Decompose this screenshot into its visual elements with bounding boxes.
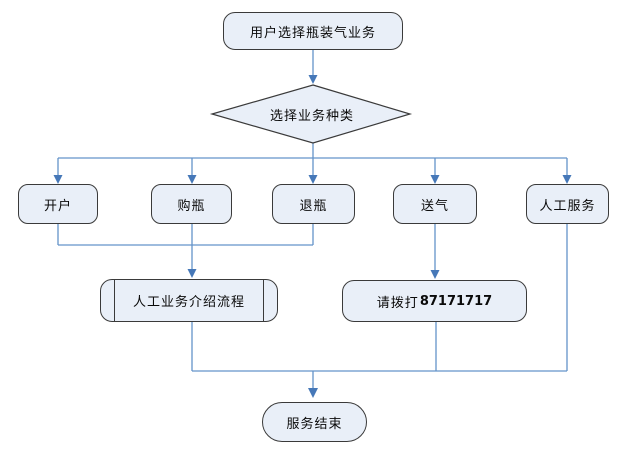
node-intro-process-label: 人工业务介绍流程: [132, 294, 245, 309]
connector-delivery-to-call: [430, 224, 440, 279]
predefined-left-bar: [114, 280, 115, 321]
node-branch-buy-bottle: 购瓶: [151, 184, 232, 224]
decision-diamond-shape: [209, 84, 413, 144]
node-end-label: 服务结束: [286, 415, 343, 431]
node-decision-label: 选择业务种类: [269, 107, 354, 123]
node-branch-return-bottle: 退瓶: [272, 184, 355, 224]
branch-label: 退瓶: [299, 197, 328, 213]
node-start-label: 用户选择瓶装气业务: [249, 24, 376, 40]
branch-label: 购瓶: [177, 197, 206, 213]
node-call-prefix: 请拨打: [376, 294, 419, 310]
node-decision: 选择业务种类: [222, 86, 402, 142]
node-intro-process: 人工业务介绍流程: [100, 279, 278, 322]
connector-start-to-decision: [308, 50, 318, 84]
connector-to-end: [191, 322, 567, 398]
branch-label: 开户: [43, 197, 72, 213]
branch-label: 送气: [420, 197, 449, 213]
branch-label: 人工服务: [539, 197, 596, 213]
node-branch-manual-service: 人工服务: [526, 184, 609, 224]
node-branch-gas-delivery: 送气: [393, 184, 477, 224]
connector-branches-to-intro: [57, 224, 314, 278]
node-call-number: 87171717: [419, 293, 493, 309]
node-start: 用户选择瓶装气业务: [223, 12, 403, 50]
node-end: 服务结束: [262, 402, 367, 442]
connector-decision-to-branches: [53, 143, 572, 184]
node-branch-open-account: 开户: [18, 184, 98, 224]
predefined-right-bar: [263, 280, 264, 321]
